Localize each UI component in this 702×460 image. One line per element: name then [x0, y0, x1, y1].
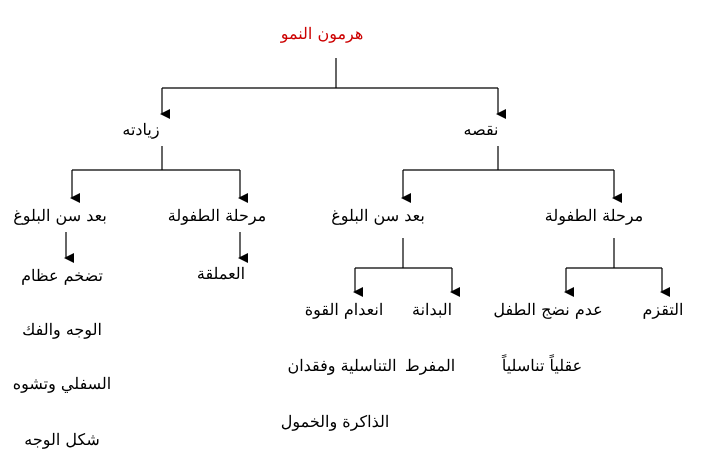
acromegaly-line-2: الوجه والفك	[22, 320, 102, 339]
excess-after-puberty-label: بعد سن البلوغ	[13, 206, 107, 225]
excess-childhood-label: مرحلة الطفولة	[167, 206, 267, 225]
obesity-label: البدانة	[411, 300, 453, 319]
gigantism-label: العملقة	[196, 264, 246, 283]
acromegaly-line-1: تضخم عظام	[21, 266, 103, 285]
weakness-extra-line-2: الذاكرة والخمول	[280, 412, 390, 431]
deficiency-after-puberty-label: بعد سن البلوغ	[331, 206, 425, 225]
acromegaly-line-3: السفلي وتشوه	[12, 374, 112, 393]
excess-node-label: زيادته	[122, 120, 160, 139]
weakness-label: انعدام القوة	[304, 300, 384, 319]
deficiency-node-label: نقصه	[463, 120, 499, 139]
dwarfism-label: التقزم	[642, 300, 684, 319]
immaturity-extra-label: عقلياً تناسلياً	[501, 356, 583, 375]
obesity-extra-label: المفرط	[404, 356, 456, 375]
immaturity-label: عدم نضج الطفل	[493, 300, 603, 319]
deficiency-childhood-label: مرحلة الطفولة	[544, 206, 644, 225]
weakness-extra-line-1: التناسلية وفقدان	[287, 356, 397, 375]
acromegaly-line-4: شكل الوجه	[24, 430, 100, 449]
root-node-label: هرمون النمو	[280, 24, 364, 43]
